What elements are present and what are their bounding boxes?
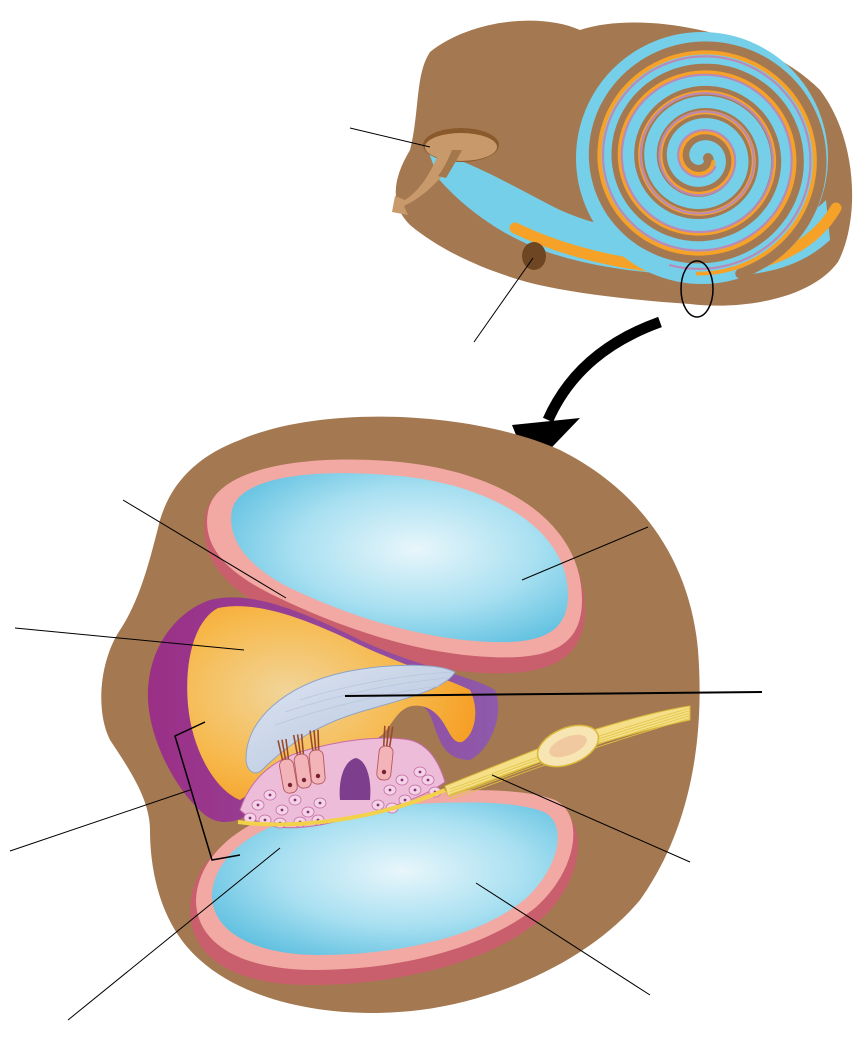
- round-window: [522, 242, 546, 270]
- cell-nucleus: [269, 794, 272, 797]
- cell-nucleus: [257, 804, 260, 807]
- cell-nucleus: [307, 811, 310, 814]
- cell-nucleus: [264, 819, 267, 822]
- cochlea-overview: [350, 21, 852, 342]
- cell-nucleus: [427, 779, 430, 782]
- cell-nucleus: [319, 802, 322, 805]
- cell-nucleus: [249, 817, 252, 820]
- cell-nucleus: [419, 771, 422, 774]
- cell-nucleus: [389, 789, 392, 792]
- cochlear-cross-section: [10, 417, 762, 1020]
- cell-nucleus: [404, 799, 407, 802]
- cell-nucleus: [414, 789, 417, 792]
- cell-nucleus: [377, 804, 380, 807]
- cochlear-spiral: [576, 32, 828, 284]
- cell-nucleus: [281, 809, 284, 812]
- cell-nucleus: [294, 799, 297, 802]
- cell-nucleus: [401, 779, 404, 782]
